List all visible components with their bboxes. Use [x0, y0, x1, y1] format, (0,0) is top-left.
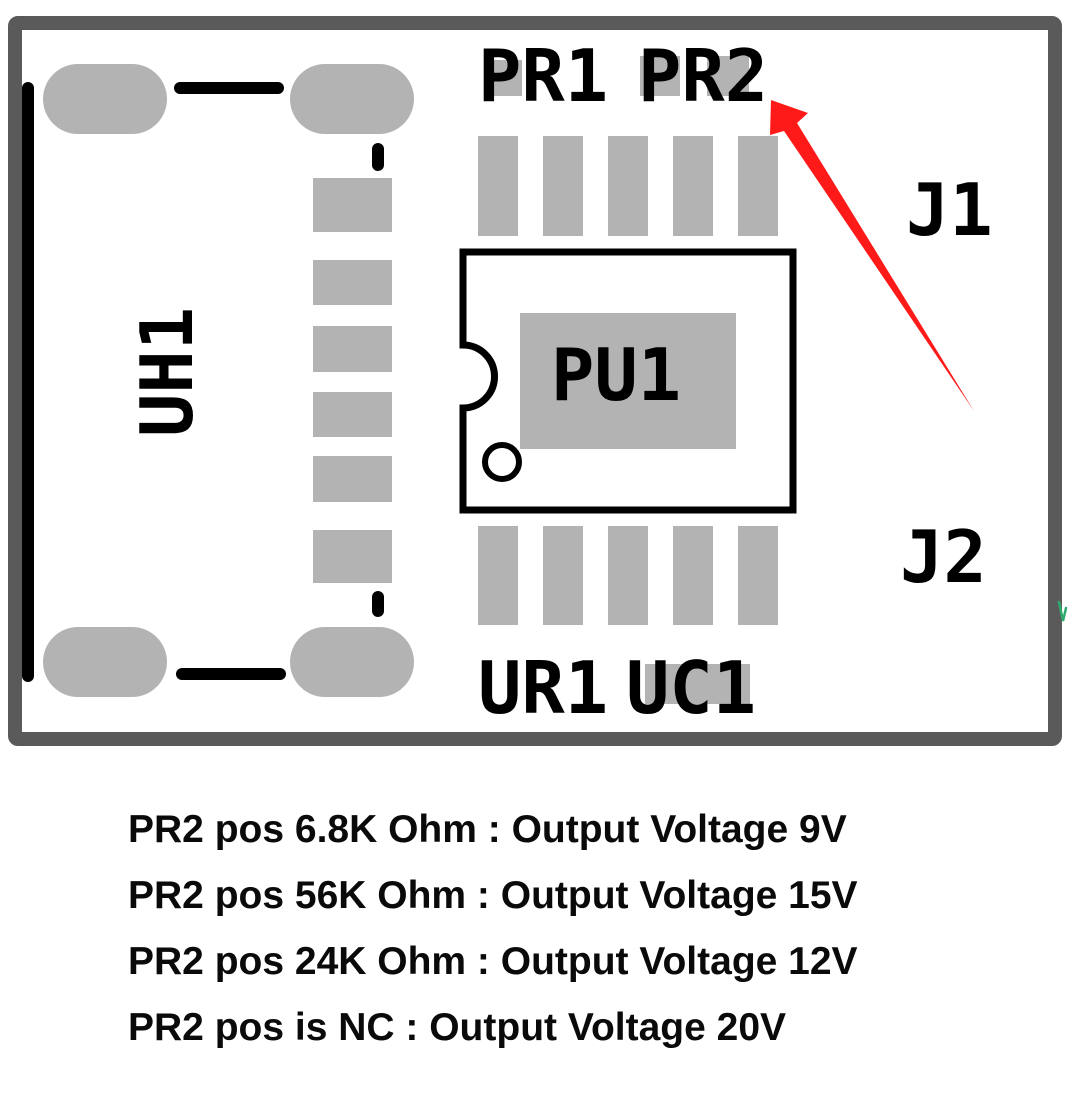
pad-rect — [313, 392, 392, 437]
pad-top-row — [738, 136, 778, 236]
label-pad — [707, 56, 749, 96]
label-ur1: UR1 — [478, 646, 608, 730]
pad-top-row — [608, 136, 648, 236]
red-arrow-icon — [770, 100, 974, 411]
label-j2: J2 — [900, 515, 987, 599]
edge-fragment-mark — [1057, 600, 1068, 622]
pin1-marker — [482, 442, 522, 482]
label-pr1: PR1 — [478, 34, 608, 118]
label-uc1: UC1 — [626, 646, 756, 730]
ic-outline — [459, 248, 797, 514]
pad-rect — [313, 178, 392, 232]
pad-oval-bottom-left — [43, 627, 167, 697]
pad-bottom-row — [608, 526, 648, 625]
pad-rect — [313, 456, 392, 502]
ic-body-pad — [520, 313, 736, 449]
pad-bottom-row — [543, 526, 583, 625]
silkscreen-lines — [22, 82, 384, 682]
note-line: PR2 pos is NC : Output Voltage 20V — [128, 1006, 787, 1049]
pad-bottom-row — [673, 526, 713, 625]
pad-oval-top-left — [43, 64, 167, 134]
label-pad — [486, 60, 522, 96]
pad-bottom-row — [738, 526, 778, 625]
note-line: PR2 pos 24K Ohm : Output Voltage 12V — [128, 940, 858, 983]
note-line: PR2 pos 6.8K Ohm : Output Voltage 9V — [128, 808, 847, 851]
note-line: PR2 pos 56K Ohm : Output Voltage 15V — [128, 874, 858, 917]
pad-top-row — [543, 136, 583, 236]
pad-oval-top-right — [290, 64, 414, 134]
pad-oval-bottom-right — [290, 627, 414, 697]
label-uh1: UH1 — [125, 307, 209, 437]
label-pad — [640, 56, 680, 96]
pad-top-row — [673, 136, 713, 236]
pad-bottom-row — [478, 526, 518, 625]
pcb-board-diagram: PR1 PR2 UR1 UC1 PU1 J1 J2 UH1 — [8, 16, 1068, 746]
label-pu1: PU1 — [551, 333, 681, 417]
pads — [43, 56, 778, 704]
pad-top-row — [478, 136, 518, 236]
pad-rect — [313, 326, 392, 372]
label-pr2: PR2 — [638, 34, 768, 118]
pad-rect — [313, 260, 392, 305]
label-j1: J1 — [906, 168, 993, 252]
label-pad — [645, 664, 750, 704]
output-voltage-notes: PR2 pos 6.8K Ohm : Output Voltage 9V PR2… — [128, 797, 858, 1061]
pad-rect — [313, 530, 392, 583]
